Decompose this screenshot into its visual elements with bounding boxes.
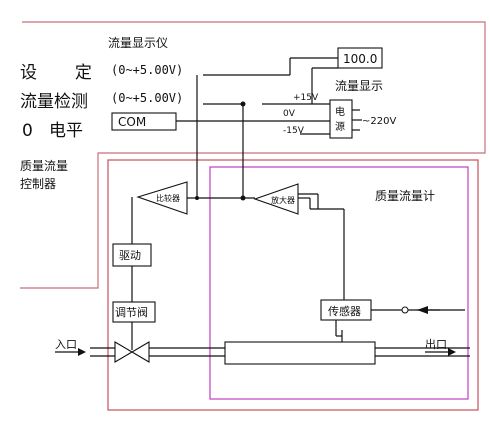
- outlet-arrow-icon: [448, 348, 456, 356]
- power-label-2: 源: [335, 120, 345, 133]
- junction-dot: [240, 101, 246, 107]
- flow-display-value: 100.0: [343, 52, 377, 66]
- controller-frame: [107, 159, 479, 411]
- flow-detect-range: (0~+5.00V): [111, 91, 183, 105]
- amplifier: [253, 183, 299, 215]
- meter-frame: [209, 166, 469, 400]
- flow-detect-label: 流量检测: [20, 92, 88, 112]
- valve-body-icon-right: [130, 341, 150, 363]
- flow-tube: [90, 341, 470, 365]
- zero-level-label: 0 电平: [22, 121, 83, 141]
- minus15v-label: -15V: [283, 126, 305, 136]
- mains-label: ~220V: [362, 116, 396, 127]
- meter-title: 质量流量计: [375, 189, 435, 203]
- instrument-wiring: [176, 57, 362, 135]
- inlet-label: 入口: [55, 338, 77, 351]
- instrument-frame: [20, 21, 486, 289]
- junction-dot: [195, 196, 199, 200]
- plus15v-label: +15V: [293, 93, 319, 103]
- sensor-arrow-icon: [417, 306, 428, 314]
- control-valve: [112, 301, 156, 323]
- power-supply: [329, 99, 353, 139]
- sensor-label: 传感器: [328, 305, 361, 318]
- flow-display-label: 流量显示: [335, 79, 383, 93]
- sensor-terminal-icon: [401, 306, 409, 314]
- power-label-1: 电: [335, 105, 345, 118]
- driver-label: 驱动: [119, 249, 141, 262]
- controller-label-line1: 质量流量: [20, 159, 68, 173]
- setpoint-label: 设 定: [20, 63, 92, 83]
- junction-dot: [240, 195, 246, 201]
- com-label: COM: [118, 115, 146, 129]
- outlet-label: 出口: [425, 337, 447, 351]
- control-valve-label: 调节阀: [115, 305, 148, 319]
- setpoint-range: (0~+5.00V): [111, 63, 183, 77]
- instrument-title: 流量显示仪: [108, 36, 168, 50]
- comparator-label: 比较器: [156, 193, 180, 203]
- amplifier-label: 放大器: [271, 195, 295, 205]
- valve-body-icon: [114, 341, 134, 363]
- controller-label-line2: 控制器: [20, 177, 56, 191]
- zero-volt-label: 0V: [283, 109, 296, 119]
- inlet-arrow-icon: [78, 348, 86, 356]
